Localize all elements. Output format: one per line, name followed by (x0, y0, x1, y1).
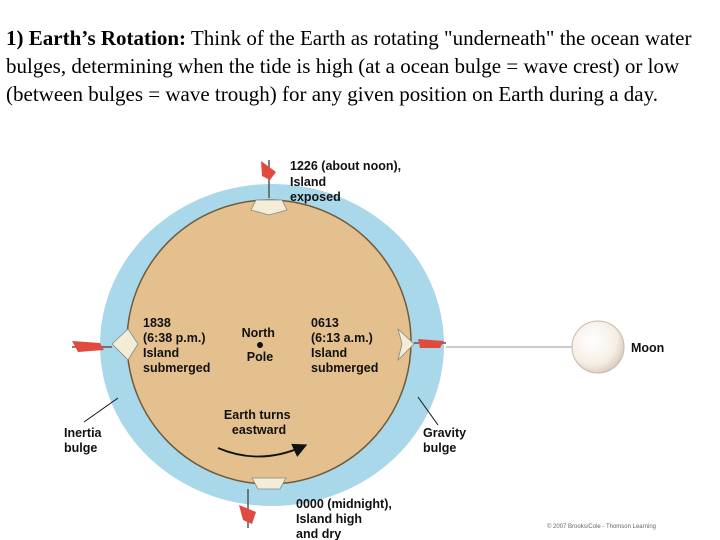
label-inertia: Inertia bulge (64, 426, 105, 455)
intro-body: Think of the Earth as rotating "undernea… (6, 26, 692, 106)
island-bottom (251, 477, 287, 490)
label-gravity: Gravity bulge (423, 426, 470, 455)
label-top: 1226 (about noon), Island exposed (290, 159, 405, 204)
label-right: 0613 (6:13 a.m.) Island submerged (311, 316, 378, 375)
label-left: 1838 (6:38 p.m.) Island submerged (143, 316, 210, 375)
label-moon: Moon (631, 341, 664, 355)
moon (571, 320, 625, 374)
credit-text: © 2007 Brooks/Cole - Thomson Learning (546, 524, 656, 530)
island-right (397, 327, 415, 362)
rotation-arrow (217, 443, 308, 458)
label-bottom: 0000 (midnight), Island high and dry (296, 497, 395, 540)
inertia-pointer (83, 397, 119, 423)
north-pole-dot (257, 342, 263, 348)
island-left (111, 328, 139, 361)
label-rotation: Earth turns eastward (224, 408, 294, 437)
island-top (250, 199, 288, 216)
flag-top (261, 160, 276, 198)
flag-right (414, 339, 446, 348)
intro-heading: 1) Earth’s Rotation: (6, 26, 187, 50)
gravity-pointer (417, 396, 439, 426)
flag-left (72, 341, 112, 352)
flag-bottom (239, 489, 256, 528)
label-pole: North Pole (242, 326, 279, 364)
intro-paragraph: 1) Earth’s Rotation: Think of the Earth … (6, 24, 718, 108)
